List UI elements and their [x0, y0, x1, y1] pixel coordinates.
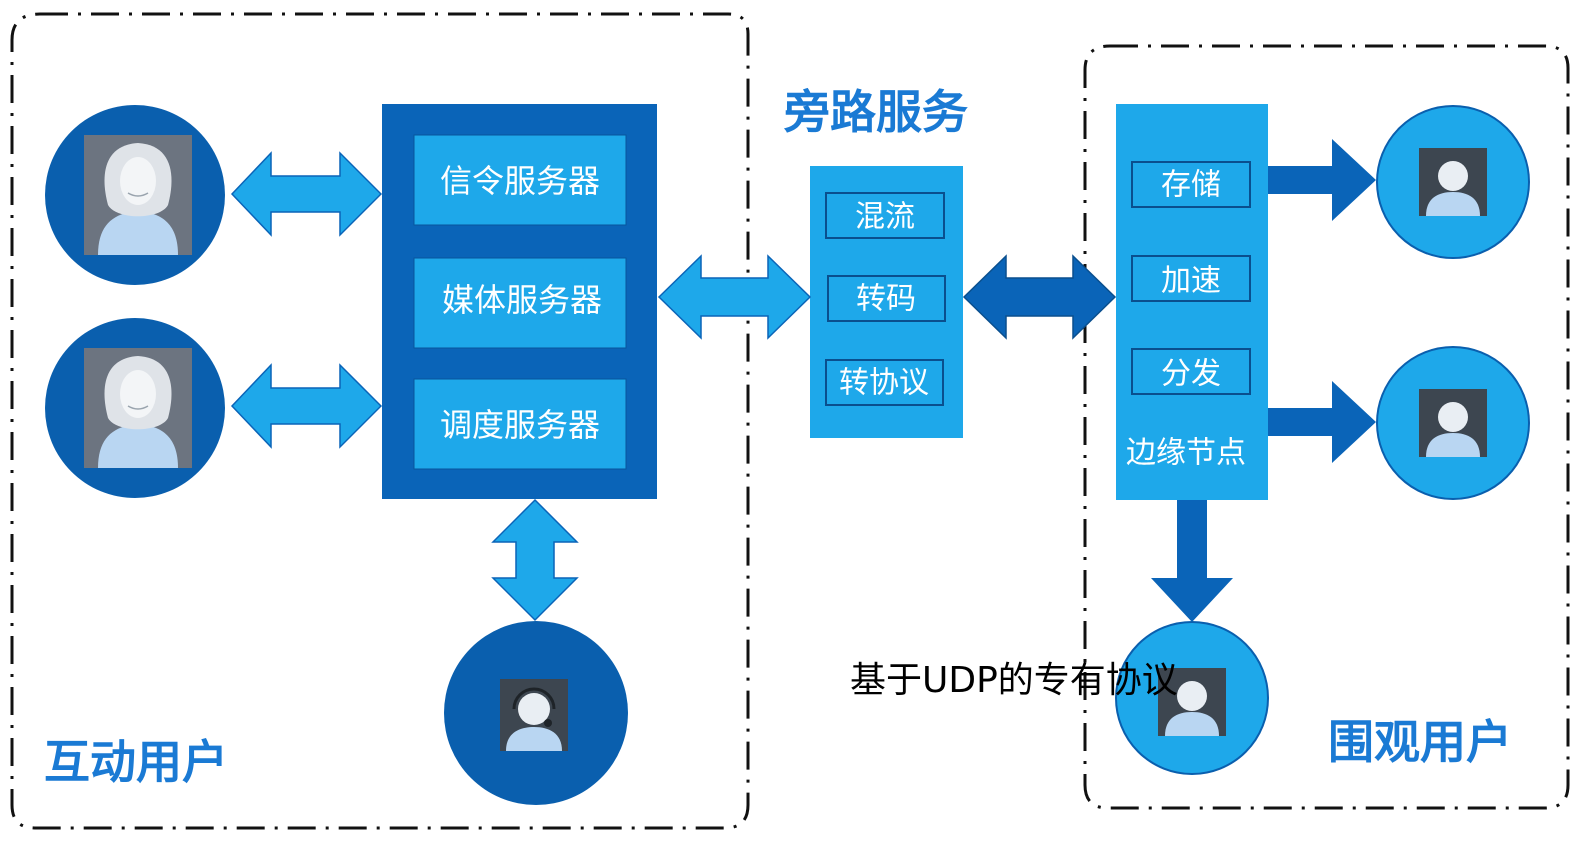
- viewer-2-avatar: [1376, 346, 1530, 500]
- storage-label: 存储: [1161, 168, 1221, 203]
- headset-user-avatar: [444, 621, 628, 805]
- headset-user-icon: [498, 677, 570, 753]
- bypass-edge-arrow: [962, 254, 1117, 340]
- interactive-user-2-avatar: [45, 318, 225, 498]
- media-server-label: 媒体服务器: [442, 281, 602, 319]
- bypass-zone-title: 旁路服务: [783, 85, 968, 139]
- storage-box[interactable]: [1131, 161, 1251, 208]
- acceleration-label: 加速: [1161, 264, 1221, 299]
- interactive-zone-border: [10, 12, 750, 830]
- protocol-conversion-label: 转协议: [839, 366, 929, 401]
- edge-viewer3-arrow: [1151, 500, 1233, 622]
- scheduling-server-label: 调度服务器: [440, 406, 600, 444]
- scheduling-server-box[interactable]: [413, 378, 627, 470]
- edge-viewer2-arrow: [1268, 381, 1376, 463]
- interactive-zone-title: 互动用户: [44, 735, 228, 789]
- protocol-conversion-box[interactable]: [825, 359, 944, 406]
- distribution-box[interactable]: [1131, 348, 1251, 395]
- female-user-icon: [83, 347, 193, 469]
- server-headset-user-arrow: [491, 498, 579, 622]
- mixing-label: 混流: [855, 200, 915, 235]
- transcoding-label: 转码: [856, 282, 916, 317]
- user2-server-arrow: [230, 363, 383, 449]
- edge-viewer1-arrow: [1268, 139, 1376, 221]
- viewer-zone-title: 围观用户: [1328, 715, 1512, 769]
- generic-user-icon: [1419, 389, 1487, 457]
- media-bypass-arrow: [657, 254, 812, 340]
- signaling-server-label: 信令服务器: [440, 162, 600, 200]
- media-server-box[interactable]: [413, 257, 627, 349]
- generic-user-icon: [1419, 148, 1487, 216]
- user1-server-arrow: [230, 151, 383, 237]
- female-user-icon: [83, 134, 193, 256]
- acceleration-box[interactable]: [1131, 255, 1251, 302]
- viewer-zone-border: [1083, 44, 1570, 810]
- edge-node-label: 边缘节点: [1126, 436, 1246, 471]
- viewer-1-avatar: [1376, 105, 1530, 259]
- mixing-box[interactable]: [825, 192, 945, 239]
- transcoding-box[interactable]: [827, 275, 946, 322]
- protocol-note: 基于UDP的专有协议: [850, 660, 1178, 701]
- distribution-label: 分发: [1161, 357, 1221, 392]
- interactive-user-1-avatar: [45, 105, 225, 285]
- signaling-server-box[interactable]: [413, 134, 627, 226]
- viewer-3-avatar: [1115, 621, 1269, 775]
